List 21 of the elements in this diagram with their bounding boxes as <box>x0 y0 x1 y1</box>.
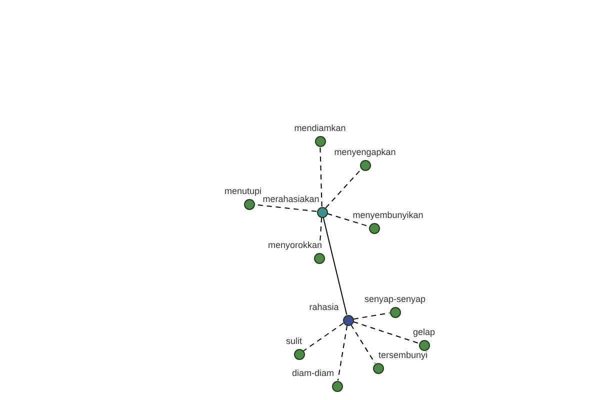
dashed-line <box>352 321 420 344</box>
dashed-line <box>337 324 348 382</box>
node-label: menutupi <box>223 187 263 196</box>
node-label: tersembunyi <box>377 351 429 360</box>
node-label: mendiamkan <box>293 124 347 133</box>
dashed-line <box>326 213 370 227</box>
dashed-line <box>352 312 390 320</box>
node-label: menyorokkan <box>266 241 324 250</box>
node-label: sulit <box>285 337 303 346</box>
node-label: menyembunyikan <box>352 211 424 220</box>
node-label: senyap-senyap <box>363 295 427 304</box>
connector-line <box>322 216 348 316</box>
dashed-line <box>303 322 344 352</box>
node-label: merahasiakan <box>262 195 320 204</box>
dashed-line <box>320 146 322 207</box>
dashed-line <box>350 324 376 364</box>
node-label: rahasia <box>308 303 340 312</box>
node-label: menyengapkan <box>333 148 397 157</box>
node-label: diam-diam <box>291 369 335 378</box>
node-label: gelap <box>412 328 436 337</box>
dashed-line <box>325 168 362 208</box>
